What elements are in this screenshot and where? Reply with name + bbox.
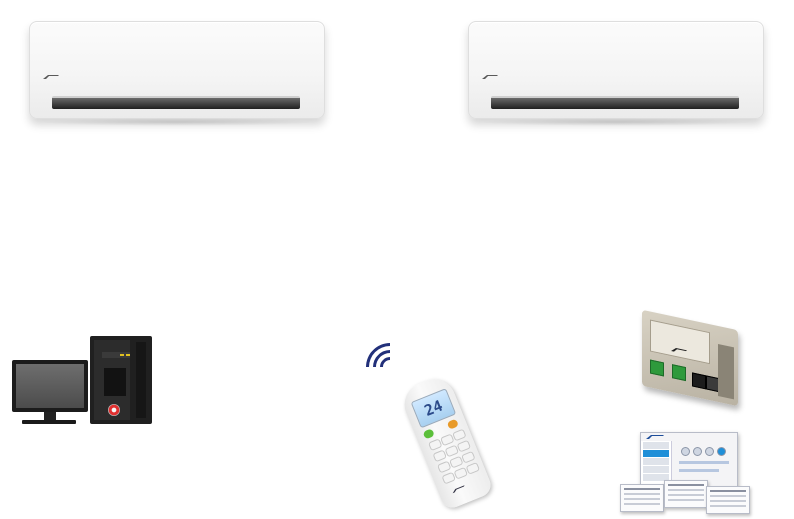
ac-brand-logo-icon: [481, 74, 499, 80]
indoor-ac-unit-right: [468, 21, 764, 126]
drive-bay: [104, 368, 126, 396]
led-indicator: [126, 354, 130, 356]
sidebar-row: [643, 474, 669, 481]
pc-tower-front: [94, 340, 130, 420]
indoor-ac-unit-left: [29, 21, 325, 126]
mode-icon: [681, 447, 690, 456]
software-unit-card: [664, 480, 708, 508]
gateway-module-icon: [638, 309, 742, 408]
ac-brand-logo-icon: [42, 74, 60, 80]
power-button-icon: [108, 404, 120, 416]
gateway-brand-logo-icon: [670, 346, 688, 358]
monitor-screen: [16, 364, 84, 408]
gateway-rj45-port: [692, 372, 706, 390]
monitor: [12, 360, 88, 412]
remote-key: [452, 428, 467, 442]
setting-slider: [679, 469, 719, 472]
gateway-terminal-block: [650, 359, 664, 377]
mode-icon: [717, 447, 726, 456]
remote-key: [456, 439, 472, 453]
drive-slot: [102, 352, 130, 358]
software-brand-logo-icon: [645, 434, 665, 442]
wireless-signal-icon: [356, 333, 424, 401]
mode-icon: [693, 447, 702, 456]
gateway-din-rail-side: [718, 343, 734, 400]
remote-key: [465, 461, 481, 475]
led-indicator: [120, 354, 124, 356]
remote-power-on-button: [422, 428, 435, 440]
pc-tower-side: [136, 342, 146, 418]
monitor-base: [22, 420, 76, 424]
sidebar-row: [643, 442, 669, 449]
ac-air-outlet: [52, 96, 300, 109]
remote-keypad: [427, 428, 481, 485]
remote-body: 24: [397, 372, 495, 512]
remote-control-icon: 24: [384, 372, 514, 512]
ac-air-outlet: [491, 96, 739, 109]
pc-tower: [90, 336, 152, 424]
sidebar-row: [643, 458, 669, 465]
sidebar-row-selected: [643, 450, 669, 457]
software-sidebar: [641, 441, 672, 489]
software-unit-card: [620, 484, 664, 512]
gateway-housing: [642, 309, 738, 407]
sidebar-row: [643, 466, 669, 473]
software-unit-card: [706, 486, 750, 514]
gateway-label-panel: [650, 319, 710, 365]
remote-power-off-button: [446, 418, 459, 430]
monitor-stand: [44, 412, 56, 422]
setting-slider: [679, 461, 729, 464]
remote-key: [461, 450, 476, 464]
remote-brand-logo-icon: [450, 484, 467, 496]
mode-icon: [705, 447, 714, 456]
gateway-terminal-block: [672, 364, 686, 382]
